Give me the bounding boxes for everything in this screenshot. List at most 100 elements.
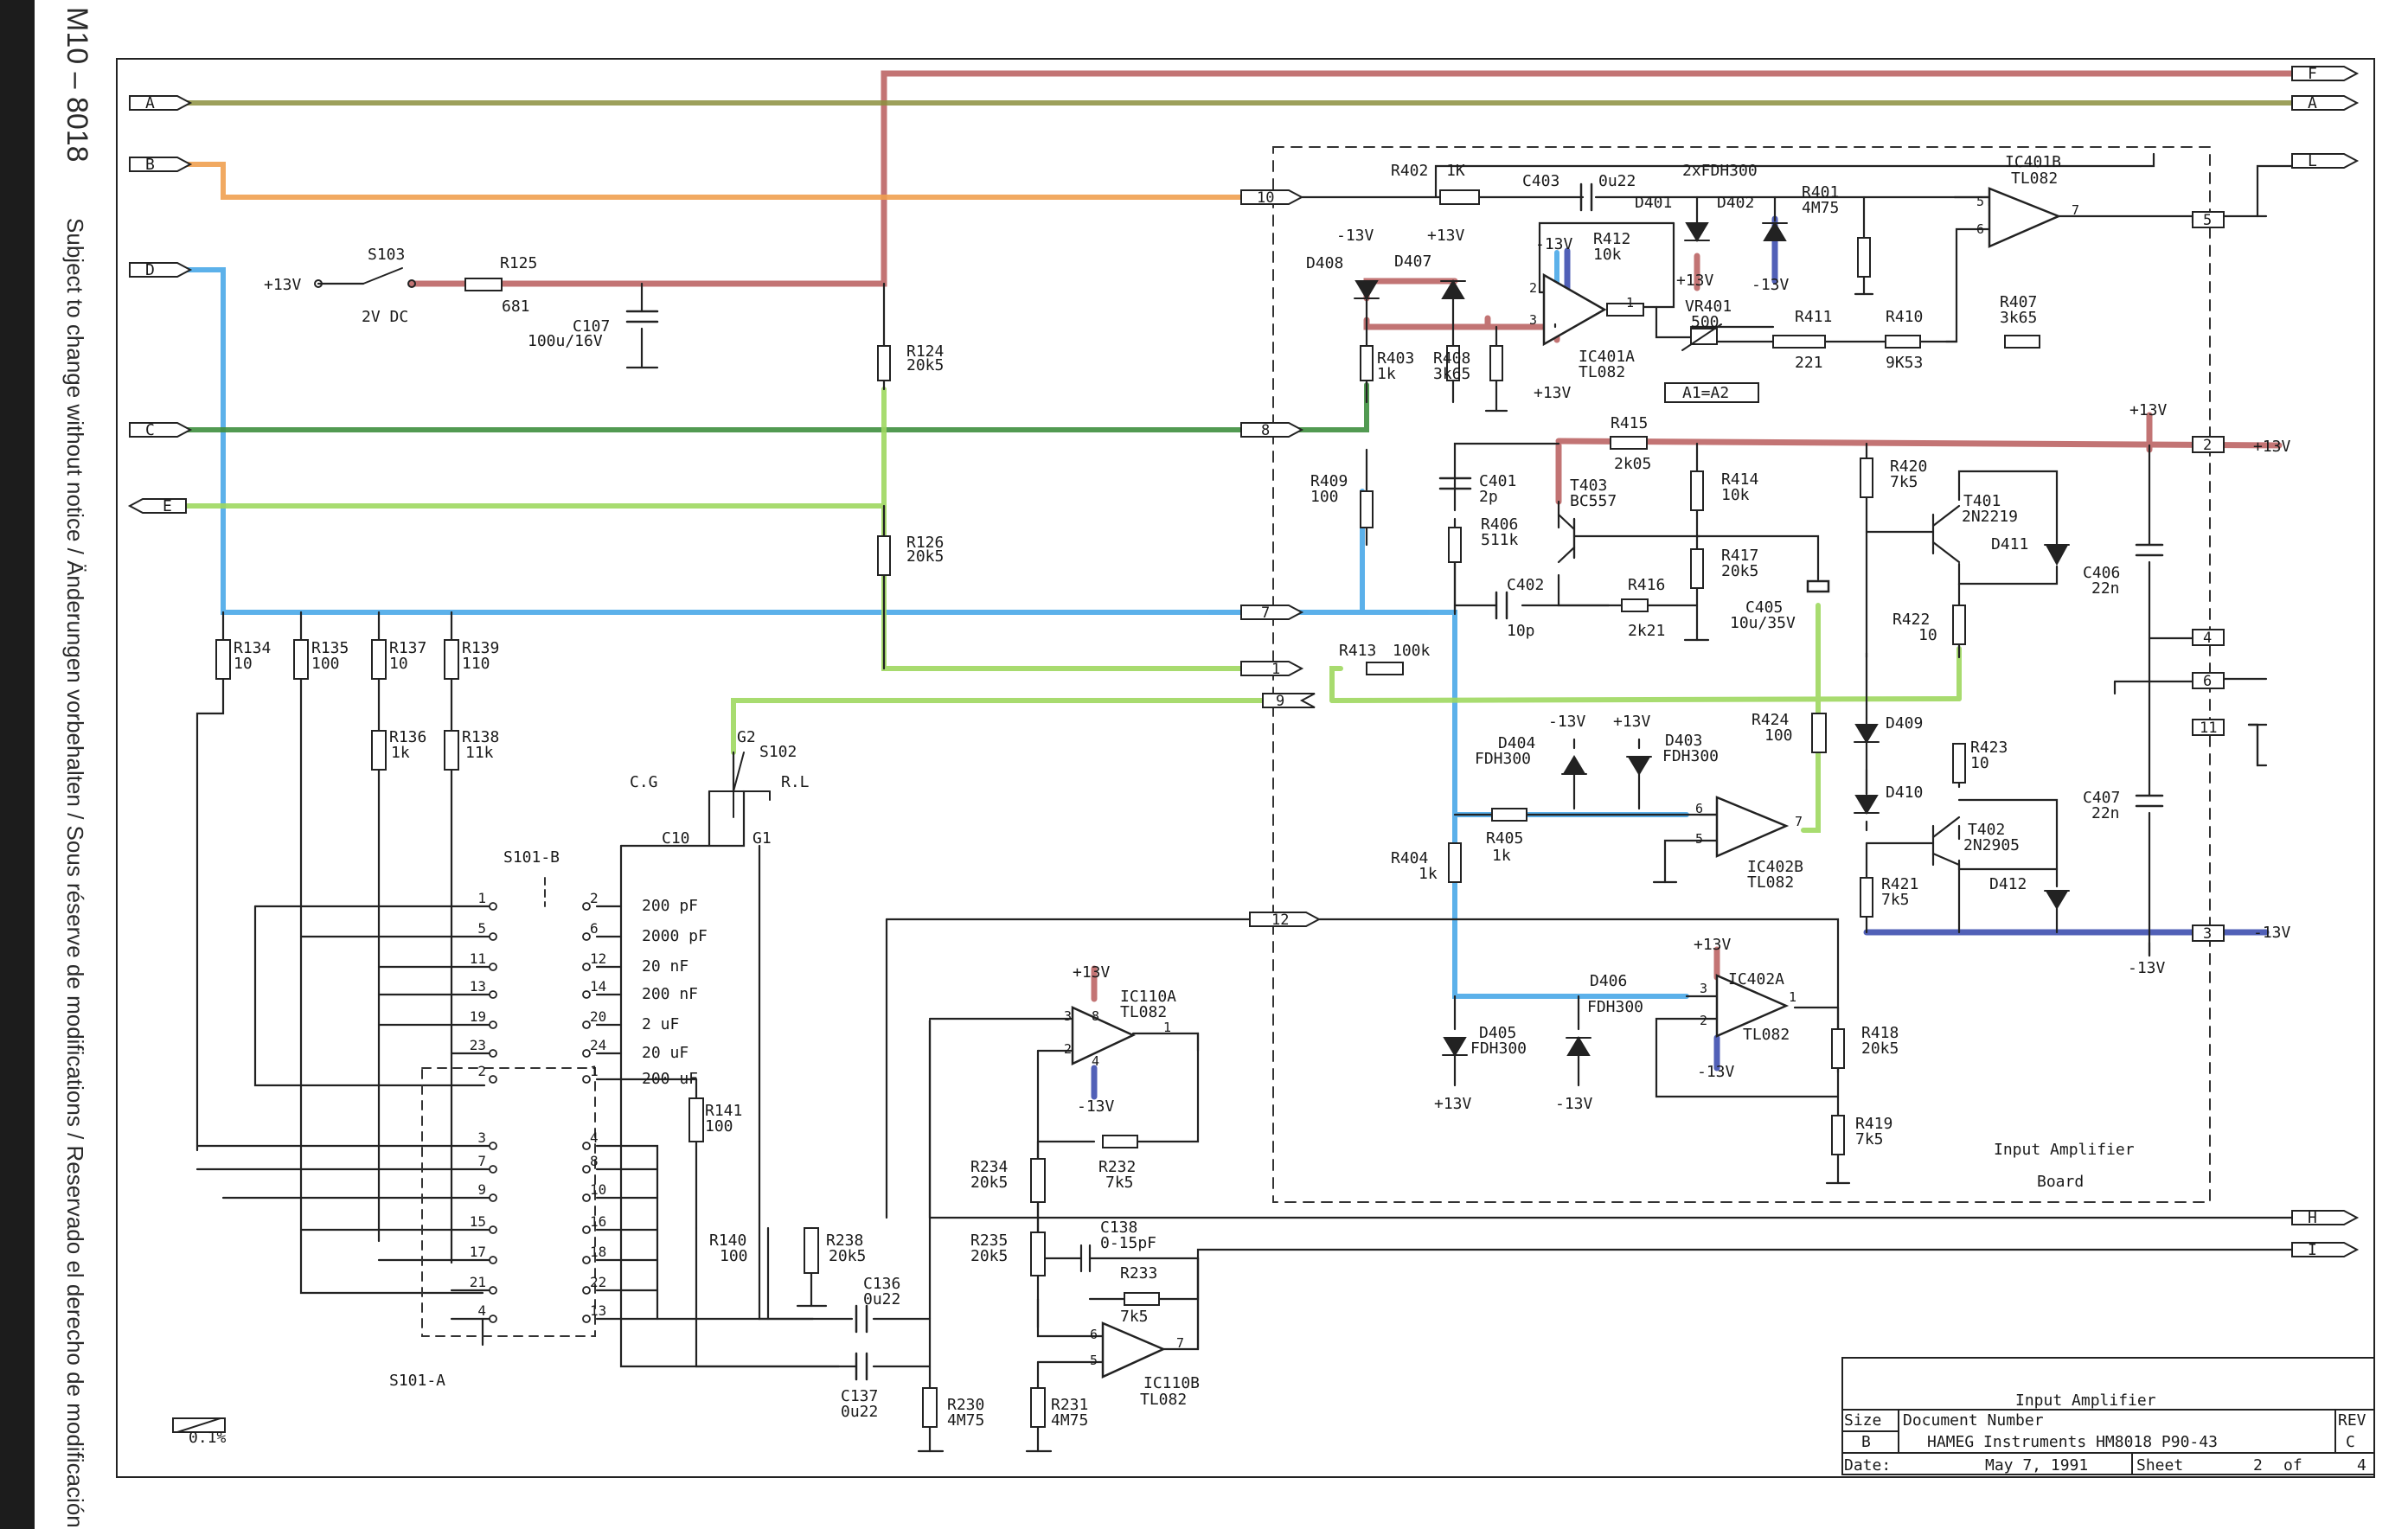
tolerance-legend (172, 1417, 226, 1433)
svg-text:20k5: 20k5 (970, 1247, 1008, 1265)
switch-contact (582, 1286, 591, 1295)
switch-pin-left: 21 (470, 1274, 486, 1290)
svg-text:3: 3 (2203, 925, 2212, 943)
svg-text:+13V: +13V (1073, 963, 1111, 982)
svg-text:-13V: -13V (1548, 713, 1586, 731)
switch-pin-right: 6 (590, 920, 599, 937)
svg-text:1k: 1k (391, 744, 410, 762)
switch-contact (489, 1020, 497, 1029)
switch-pin-right: 24 (590, 1037, 606, 1053)
svg-text:FDH300: FDH300 (1662, 747, 1719, 765)
vr401-symbol (1681, 323, 1722, 351)
trace-red (408, 70, 2347, 1002)
svg-text:+13V: +13V (1534, 384, 1572, 402)
svg-text:0.1%: 0.1% (189, 1429, 227, 1447)
switch-contact (489, 963, 497, 971)
switch-pin-right: 14 (590, 978, 606, 995)
range-label: 2000 pF (642, 927, 708, 945)
svg-text:7: 7 (1795, 814, 1803, 829)
svg-text:D412: D412 (1989, 875, 2027, 893)
svg-text:R.L: R.L (781, 773, 810, 791)
svg-text:R409: R409 (1310, 472, 1348, 490)
svg-text:R124: R124 (906, 342, 944, 361)
svg-text:R126: R126 (906, 534, 944, 552)
switch-pin-right: 12 (590, 950, 606, 967)
svg-text:R230: R230 (947, 1396, 984, 1414)
svg-text:HAMEG Instruments HM8018 P90-4: HAMEG Instruments HM8018 P90-43 (1927, 1433, 2218, 1451)
switch-pin-left: 9 (477, 1181, 486, 1198)
svg-text:1K: 1K (1446, 162, 1465, 180)
svg-text:11k: 11k (465, 744, 494, 762)
svg-text:IC402A: IC402A (1728, 970, 1784, 988)
svg-text:10k: 10k (1593, 246, 1622, 264)
svg-text:FDH300: FDH300 (1587, 998, 1643, 1016)
svg-text:7k5: 7k5 (1890, 473, 1918, 491)
svg-text:FDH300: FDH300 (1475, 750, 1531, 768)
switch-contact (582, 963, 591, 971)
range-label: 20 uF (642, 1044, 688, 1062)
svg-text:TL082: TL082 (1579, 363, 1625, 381)
svg-text:D411: D411 (1991, 535, 2028, 553)
s102-switch-symbol (708, 752, 771, 818)
switch-contact (489, 1049, 497, 1058)
board-outline (1272, 146, 2211, 1203)
svg-text:7k5: 7k5 (1881, 891, 1910, 909)
svg-text:R231: R231 (1051, 1396, 1088, 1414)
switch-pin-right: 10 (590, 1181, 606, 1198)
svg-text:3k65: 3k65 (1433, 365, 1470, 383)
svg-text:3: 3 (1529, 312, 1537, 328)
svg-text:R405: R405 (1486, 829, 1523, 848)
svg-text:D401: D401 (1635, 194, 1672, 212)
left-connectors (127, 95, 193, 514)
svg-text:S103: S103 (368, 246, 405, 264)
board-pin-tags (1240, 189, 2225, 942)
svg-text:R411: R411 (1795, 308, 1832, 326)
svg-text:D410: D410 (1886, 784, 1923, 802)
svg-text:+13V: +13V (1427, 227, 1465, 245)
svg-text:TL082: TL082 (1743, 1026, 1790, 1044)
svg-text:R421: R421 (1881, 875, 1918, 893)
svg-text:3k65: 3k65 (2000, 309, 2037, 327)
switch-contact (582, 1020, 591, 1029)
switch-contact (489, 1256, 497, 1264)
svg-text:C405: C405 (1745, 598, 1783, 617)
switch-contact (582, 1225, 591, 1234)
svg-text:I: I (2308, 1241, 2317, 1259)
range-label: 200 pF (642, 897, 698, 915)
svg-text:3: 3 (1700, 981, 1707, 996)
svg-text:100k: 100k (1393, 642, 1431, 660)
svg-text:2xFDH300: 2xFDH300 (1682, 162, 1758, 180)
svg-text:20k5: 20k5 (906, 356, 944, 374)
svg-text:2: 2 (2253, 1456, 2263, 1475)
svg-text:2: 2 (1529, 280, 1537, 296)
switch-pin-left: 3 (477, 1129, 486, 1146)
svg-text:R238: R238 (826, 1232, 863, 1250)
svg-text:TL082: TL082 (2011, 170, 2058, 188)
switch-pin-right: 2 (590, 890, 599, 906)
svg-text:9: 9 (1276, 693, 1284, 710)
svg-text:D402: D402 (1717, 194, 1754, 212)
switch-pin-left: 23 (470, 1037, 486, 1053)
svg-text:L: L (2308, 152, 2317, 170)
svg-text:4: 4 (2357, 1456, 2366, 1475)
svg-text:G1: G1 (752, 829, 772, 848)
svg-text:IC110B: IC110B (1143, 1374, 1200, 1392)
svg-text:511k: 511k (1481, 531, 1519, 549)
svg-text:2: 2 (1700, 1013, 1707, 1028)
svg-text:C: C (145, 421, 155, 439)
capacitors (625, 182, 2164, 1381)
svg-text:IC402B: IC402B (1747, 858, 1803, 876)
svg-text:B: B (145, 156, 155, 174)
svg-text:R234: R234 (970, 1158, 1008, 1176)
svg-text:2p: 2p (1479, 488, 1498, 506)
switch-contact (489, 990, 497, 999)
svg-text:10: 10 (389, 655, 408, 673)
svg-text:R402: R402 (1391, 162, 1428, 180)
svg-text:5: 5 (1976, 194, 1984, 209)
svg-text:+13V: +13V (1676, 272, 1714, 290)
svg-text:C402: C402 (1507, 576, 1544, 594)
svg-text:4M75: 4M75 (947, 1411, 984, 1430)
svg-text:Date:: Date: (1844, 1456, 1891, 1475)
svg-text:5: 5 (1090, 1353, 1098, 1368)
